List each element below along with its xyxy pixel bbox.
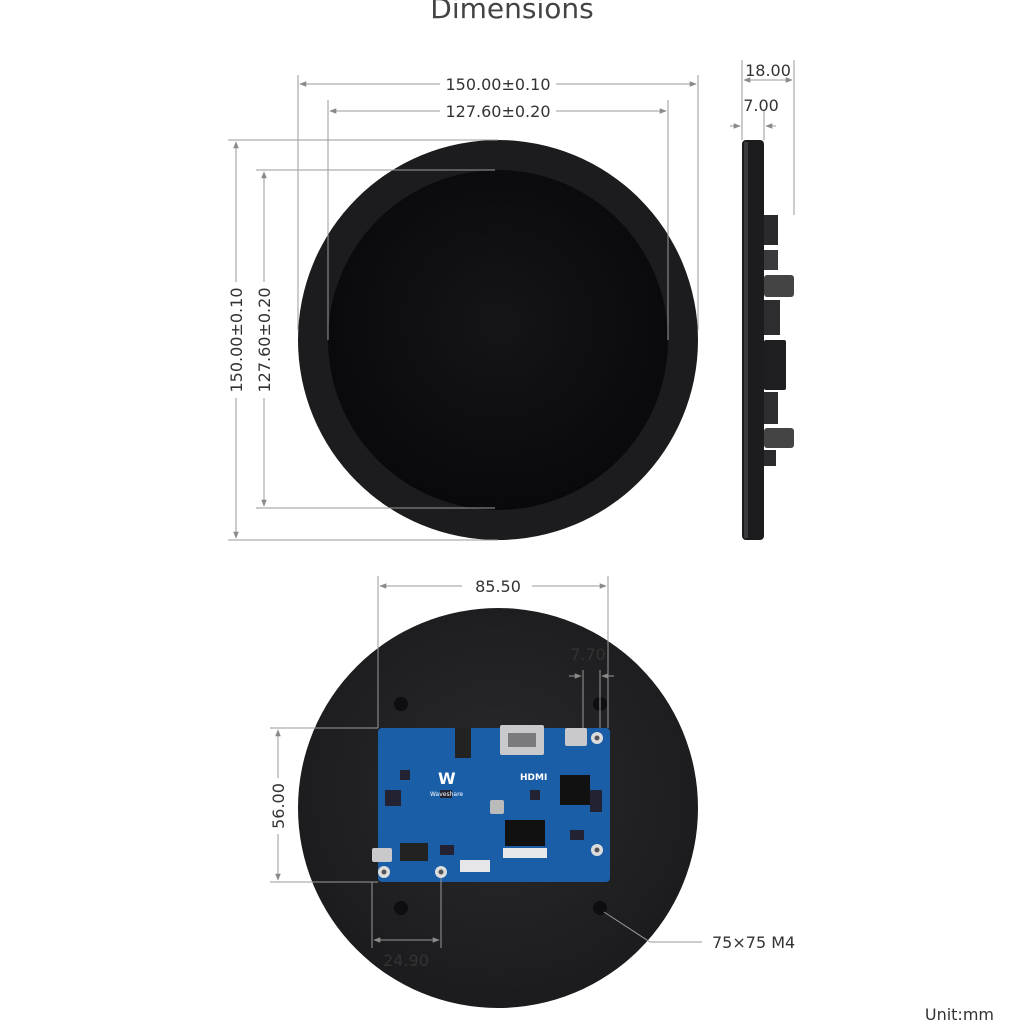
- hole-offset-dimension: [371, 878, 442, 948]
- connector-offset-label: 7.70: [570, 645, 606, 664]
- mount-leader-line: [603, 911, 702, 943]
- board-height-label: 56.00: [269, 783, 288, 829]
- unit-label: Unit:mm: [924, 1005, 994, 1024]
- mount-hole: [394, 697, 408, 711]
- waveshare-logo: W: [438, 769, 456, 788]
- front-outer-height-label: 150.00±0.10: [227, 287, 246, 392]
- front-outer-height-dimension: [228, 139, 498, 541]
- side-view: 18.00 7.00: [730, 60, 795, 540]
- front-active-height-dimension: [256, 169, 495, 509]
- mount-hole: [593, 901, 607, 915]
- front-active-height-label: 127.60±0.20: [255, 287, 274, 392]
- front-view: 150.00±0.10 127.60±0.20 150.00±0.10 127.…: [227, 75, 699, 541]
- side-connector: [764, 428, 794, 448]
- front-outer-width-label: 150.00±0.10: [445, 75, 550, 94]
- board-height-dimension: [270, 727, 378, 883]
- board-width-dimension: [377, 576, 609, 728]
- front-outer-width-dimension: [297, 75, 699, 330]
- side-panel-depth-label: 7.00: [743, 96, 779, 115]
- mount-spec-label: 75×75 M4: [712, 933, 795, 952]
- board-components: [372, 725, 603, 878]
- side-connector: [764, 275, 794, 297]
- side-total-depth-label: 18.00: [745, 61, 791, 80]
- front-screen-area: [328, 170, 668, 510]
- board-brand-label: Waveshare: [430, 791, 463, 798]
- hole-offset-label: 24.90: [383, 951, 429, 970]
- page-title: Dimensions: [430, 0, 594, 25]
- connector-offset-dimension: [569, 670, 614, 728]
- front-active-width-label: 127.60±0.20: [445, 102, 550, 121]
- mount-hole: [394, 901, 408, 915]
- side-panel-depth-dimension: [730, 110, 776, 140]
- side-component: [764, 215, 778, 245]
- back-view: W Waveshare HDMI 85.50 7.70: [269, 576, 795, 1008]
- board-width-label: 85.50: [475, 577, 521, 596]
- board-port-label: HDMI: [520, 773, 547, 783]
